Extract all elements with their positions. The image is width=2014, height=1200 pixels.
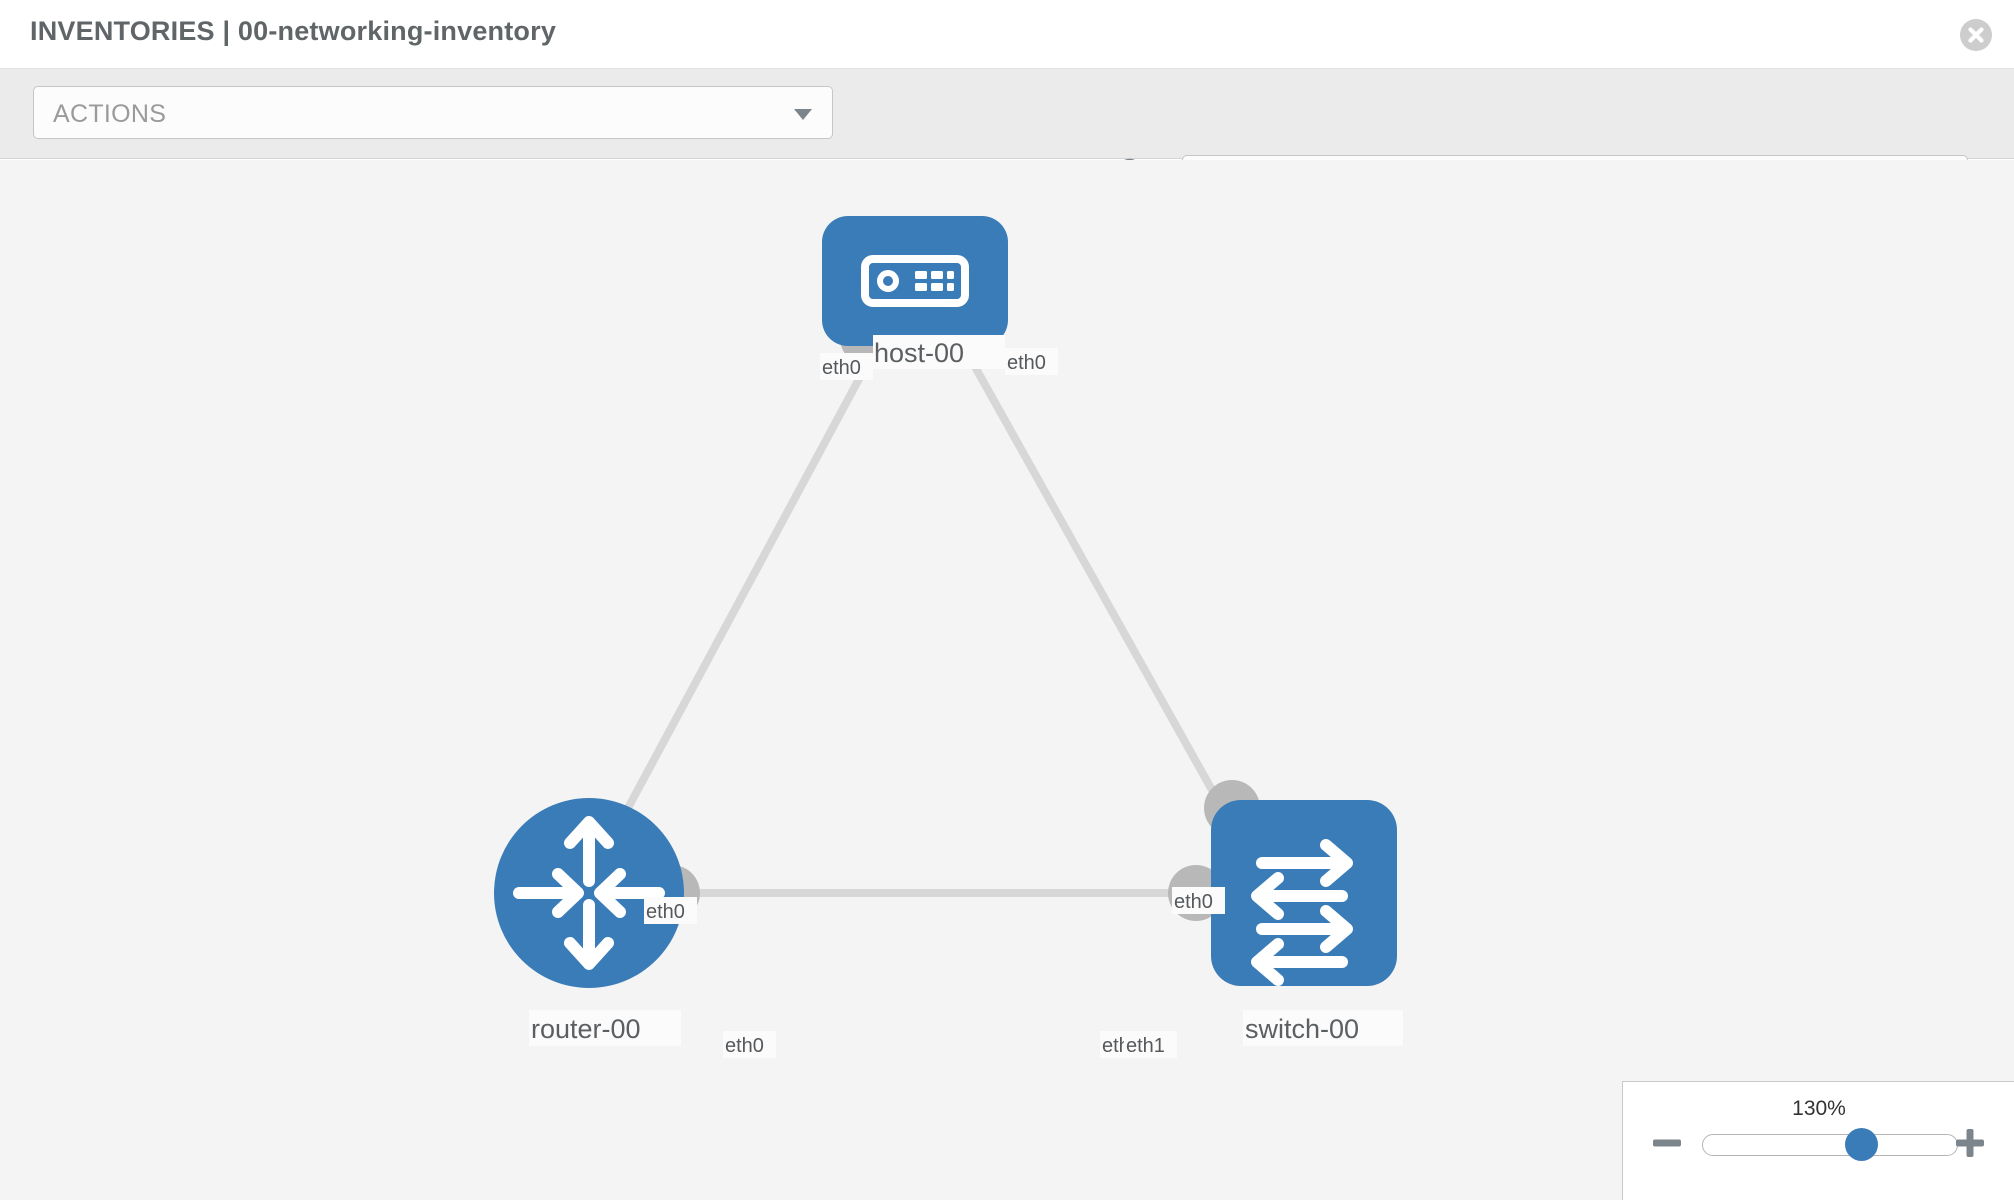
iface-label-bg — [644, 897, 697, 924]
router-four-arrows-icon — [513, 816, 665, 970]
node-host-00[interactable]: host-00 — [822, 216, 1008, 369]
server-appliance-icon — [861, 255, 969, 307]
iface-label-bg — [1005, 348, 1058, 375]
topology-canvas[interactable]: host-00 — [0, 160, 2014, 1200]
zoom-slider-track[interactable] — [1702, 1134, 1958, 1156]
node-label-switch: switch-00 — [1245, 1014, 1359, 1044]
iface-label-switch-host: eth0 — [1174, 891, 1213, 913]
minus-icon[interactable] — [1650, 1126, 1684, 1160]
router-label-bg — [529, 1010, 681, 1046]
switch-label-bg — [1243, 1010, 1403, 1046]
actions-dropdown-label: ACTIONS — [53, 100, 167, 128]
node-label-router: router-00 — [531, 1014, 641, 1044]
actions-dropdown[interactable]: ACTIONS — [33, 86, 833, 139]
switch-bidirectional-arrows-icon — [1251, 839, 1353, 986]
iface-label-router-host: eth0 — [646, 901, 685, 923]
host-label-bg — [873, 335, 1005, 369]
iface-label-bg — [820, 353, 873, 380]
close-icon[interactable] — [1960, 19, 1992, 51]
link-host-switch[interactable] — [956, 338, 1244, 842]
iface-label-bg — [723, 1031, 776, 1058]
page-header: INVENTORIES | 00-networking-inventory — [0, 0, 2014, 69]
iface-label-host-switch: eth0 — [1007, 352, 1046, 374]
plus-icon[interactable] — [1953, 1126, 1987, 1160]
node-switch-00[interactable]: switch-00 — [1211, 800, 1403, 1046]
toolbar: ACTIONS SEARC — [0, 69, 2014, 208]
host-node-shape[interactable] — [822, 216, 1008, 346]
zoom-control-panel: 130% — [1622, 1081, 2014, 1200]
link-host-router[interactable] — [596, 338, 884, 862]
iface-label-switch-router: eth1 — [1126, 1035, 1165, 1057]
node-label-host: host-00 — [874, 338, 964, 368]
page-title: INVENTORIES | 00-networking-inventory — [30, 16, 557, 46]
iface-label-router-switch: eth0 — [725, 1035, 764, 1057]
node-router-00[interactable]: router-00 — [494, 798, 684, 1046]
iface-label-bg-over — [1124, 1031, 1177, 1058]
topology-links — [596, 338, 1244, 897]
iface-label-bg — [1172, 887, 1225, 914]
iface-label-host-router: eth0 — [822, 357, 861, 379]
topology-graph: host-00 — [494, 216, 1403, 1058]
interface-labels: eth0 eth0 eth0 eth0 eth0 eth0 eth1 — [644, 348, 1225, 1058]
chevron-down-icon — [794, 109, 812, 120]
router-node-shape[interactable] — [494, 798, 684, 988]
zoom-slider-thumb[interactable] — [1845, 1128, 1878, 1161]
zoom-percent-label: 130% — [1792, 1097, 1846, 1120]
